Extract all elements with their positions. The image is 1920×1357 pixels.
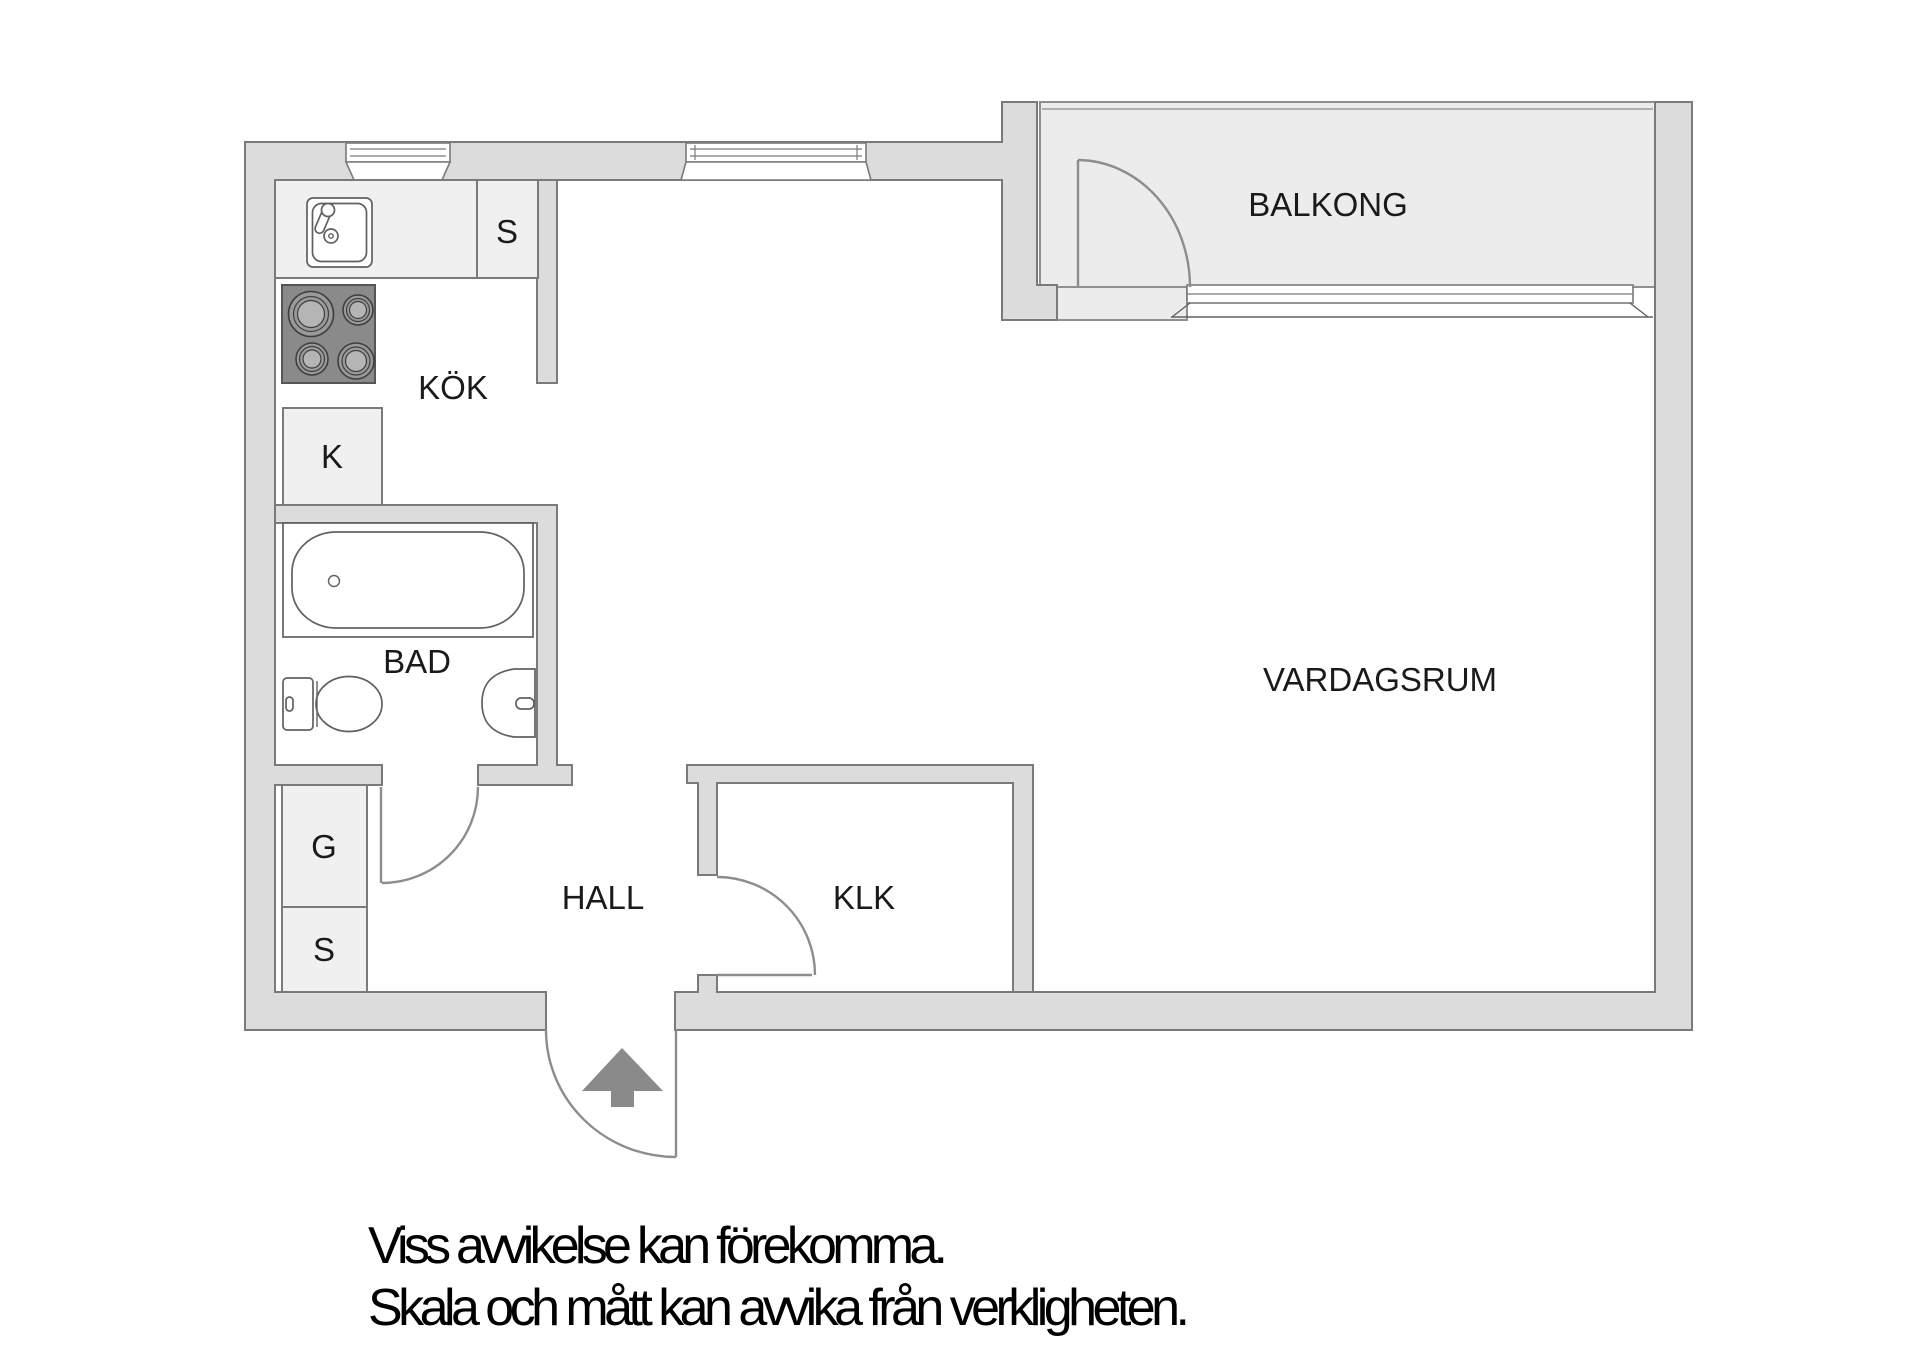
entry-door xyxy=(544,1029,678,1159)
label-klk: KLK xyxy=(833,879,895,916)
entry-arrow-icon xyxy=(582,1048,663,1107)
burner-center xyxy=(348,300,368,320)
balcony-window xyxy=(1171,284,1653,318)
wall-klk xyxy=(686,764,1034,993)
bathroom-sink-icon xyxy=(481,668,536,738)
label-kok: KÖK xyxy=(418,369,488,406)
living-window-frame xyxy=(685,142,867,163)
klk-door xyxy=(716,875,817,977)
burner-center xyxy=(296,299,326,329)
toilet-bowl xyxy=(315,675,383,733)
kitchen-window-sill xyxy=(344,161,452,181)
wall-kitchen-divider xyxy=(536,179,558,384)
label-vardagsrum: VARDAGSRUM xyxy=(1263,661,1497,698)
balcony-door xyxy=(1076,158,1192,288)
kitchen-sink-icon xyxy=(306,197,373,268)
wall-outer-right xyxy=(674,101,1693,1031)
burner-ring xyxy=(345,297,371,323)
kitchen-window-frame xyxy=(345,142,451,163)
burner-center xyxy=(302,349,322,369)
label-s-kitchen: S xyxy=(496,213,518,250)
balcony-floor xyxy=(1039,101,1656,288)
stove-icon xyxy=(281,284,376,384)
balcony-threshold xyxy=(1056,286,1188,321)
burner-center xyxy=(344,349,368,373)
label-hall: HALL xyxy=(562,879,645,916)
toilet-tank xyxy=(282,677,314,731)
disclaimer-line-2: Skala och mått kan avvika från verklighe… xyxy=(368,1279,1190,1337)
bathroom-sink-tap xyxy=(515,697,535,710)
bathtub-drain xyxy=(327,574,341,588)
closet-s xyxy=(281,906,368,993)
closet-g xyxy=(281,784,368,908)
label-k-cabinet: K xyxy=(321,438,343,475)
entry-door-swing xyxy=(544,1029,677,1159)
window-kitchen xyxy=(344,142,452,181)
burner-ring xyxy=(292,295,330,333)
bathtub-icon xyxy=(282,522,534,638)
window-living-room xyxy=(679,142,873,181)
toilet-icon xyxy=(282,675,383,733)
label-bad: BAD xyxy=(383,643,451,680)
label-s-closet: S xyxy=(313,931,335,968)
faucet-base xyxy=(320,202,336,218)
bathroom-sink-bowl xyxy=(481,668,536,738)
balcony xyxy=(1039,101,1656,321)
burner-ring xyxy=(341,346,371,376)
faucet-spout-dot xyxy=(328,233,334,239)
bathroom-door xyxy=(379,786,480,885)
label-balkong: BALKONG xyxy=(1248,186,1408,223)
cabinet-k xyxy=(282,407,383,506)
living-window-sill xyxy=(679,161,873,181)
label-g-closet: G xyxy=(311,828,337,865)
disclaimer-line-1: Viss avvikelse kan förekomma. xyxy=(368,1217,948,1275)
faucet-spout xyxy=(323,228,339,244)
burner-ring xyxy=(298,345,326,373)
bathtub-basin xyxy=(291,531,525,629)
balcony-window-end-cap xyxy=(1629,302,1649,318)
balcony-window-end-cap xyxy=(1171,302,1191,318)
bathroom-door-swing xyxy=(381,786,480,885)
klk-door-swing xyxy=(716,875,817,976)
balcony-door-swing xyxy=(1077,158,1192,288)
toilet-flush-button xyxy=(285,696,294,712)
